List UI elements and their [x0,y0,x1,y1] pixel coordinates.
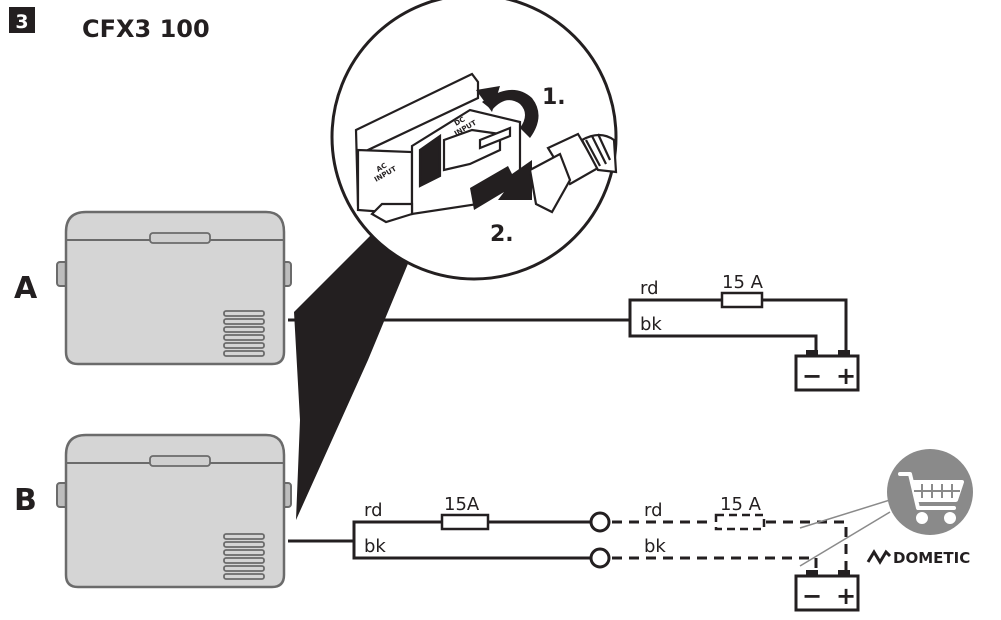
dometic-chevron-icon [866,549,892,565]
battery-b-minus: − [802,582,822,610]
rotate-arrowhead-icon [476,86,500,112]
wiring-b [288,520,590,560]
wiring-a [288,298,848,356]
shop-badge[interactable] [887,449,973,535]
variant-label-a: A [14,271,38,306]
vent-grille-b [223,533,265,580]
shopping-cart-icon [898,472,964,524]
wire-a-black-label: bk [640,314,662,335]
battery-a-minus: − [802,362,822,390]
wire-a-red-label: rd [640,278,659,299]
wire-b-ext-black-label: bk [644,536,666,557]
plug-icon [528,132,618,214]
fuse-b-ext [714,513,766,531]
brand-name: DOMETIC [893,549,970,567]
fuse-b [440,513,490,531]
cooler-a [56,210,292,366]
badge-pointer [799,499,891,567]
battery-a: − + [794,350,860,392]
fuse-a-label: 15 A [722,272,764,293]
zoom-wedge [294,226,412,520]
wire-b-ext-red-label: rd [644,500,663,521]
cooler-b [56,433,292,589]
insert-arrow-icon [470,160,532,210]
fuse-b-ext-label: 15 A [720,494,762,515]
terminal-b-black [589,547,611,569]
model-title: CFX3 100 [82,15,210,43]
fuse-a [720,291,764,309]
wiring-b-extension [612,520,848,572]
step-number-box [9,7,35,33]
vent-grille-a [223,310,265,357]
header: 3 CFX3 100 [9,7,210,43]
wire-b-black-label: bk [364,536,386,557]
step-number: 3 [15,11,28,33]
variant-label-b: B [14,483,37,518]
terminal-b-red [589,511,611,533]
wire-b-red-label: rd [364,500,383,521]
step-2-label: 2. [490,222,514,247]
rotate-arrow-icon [482,89,539,138]
fuse-b-label: 15A [444,494,480,515]
battery-a-plus: + [836,362,856,390]
battery-b-plus: + [836,582,856,610]
connector-detail: AC INPUT DC INPUT 1. 2. [330,0,618,281]
battery-b: − + [794,570,860,612]
step-1-label: 1. [542,85,566,110]
dometic-logo: DOMETIC [866,549,970,567]
